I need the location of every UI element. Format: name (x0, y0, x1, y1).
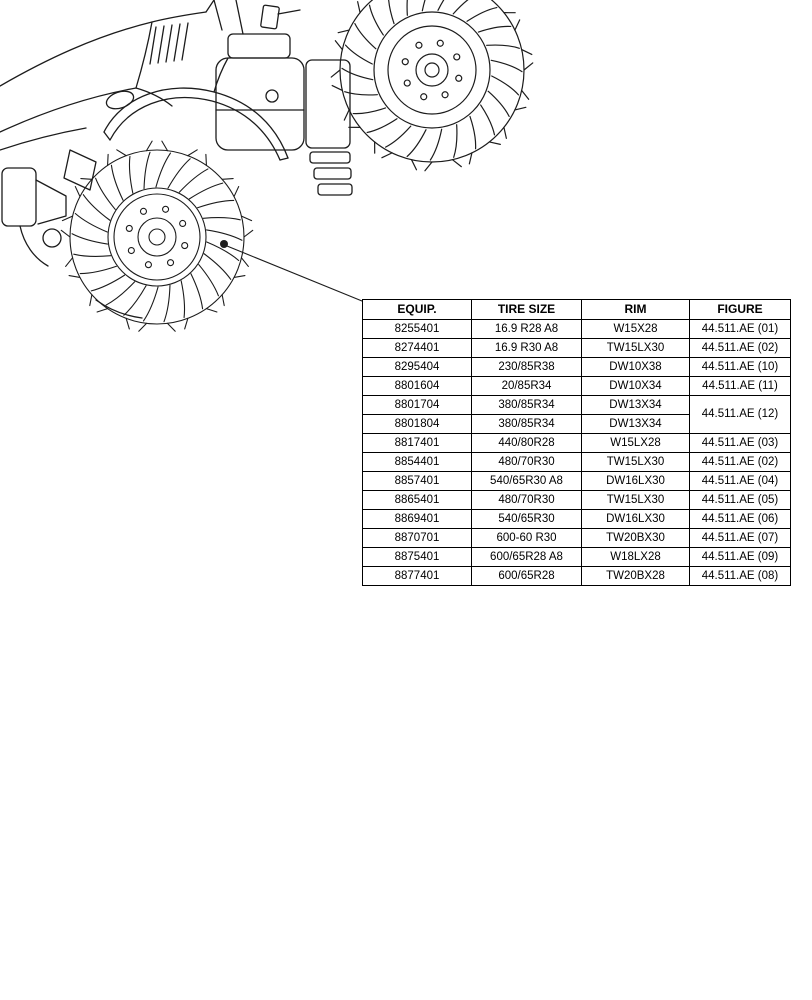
rim-cell: W15LX28 (581, 433, 690, 453)
tire-cell: 20/85R34 (471, 376, 582, 396)
figure-cell-merged: 44.511.AE (12) (689, 395, 791, 434)
tractor-tank-steps (215, 33, 353, 196)
rim-cell: TW20BX30 (581, 528, 690, 548)
table-row: 8865401 480/70R30 TW15LX30 44.511.AE (05… (362, 490, 791, 510)
equip-cell: 8801604 (362, 376, 472, 396)
equip-cell: 8817401 (362, 433, 472, 453)
figure-cell: 44.511.AE (04) (689, 471, 791, 491)
table-row: 8870701 600-60 R30 TW20BX30 44.511.AE (0… (362, 528, 791, 548)
rim-cell: TW15LX30 (581, 490, 690, 510)
table-row: 8801704 380/85R34 DW13X34 44.511.AE (12) (362, 395, 791, 434)
equip-cell: 8801804 (362, 414, 472, 434)
tire-cell: 600/65R28 A8 (471, 547, 582, 567)
rim-cell: DW16LX30 (581, 471, 690, 491)
rim-cell: TW15LX30 (581, 452, 690, 472)
table-row: 8295404 230/85R38 DW10X38 44.511.AE (10) (362, 357, 791, 377)
table-row: 8274401 16.9 R30 A8 TW15LX30 44.511.AE (… (362, 338, 791, 358)
figure-cell: 44.511.AE (03) (689, 433, 791, 453)
table-row: 8255401 16.9 R28 A8 W15X28 44.511.AE (01… (362, 319, 791, 339)
table-row: 8877401 600/65R28 TW20BX28 44.511.AE (08… (362, 566, 791, 586)
tire-application-table: EQUIP. TIRE SIZE RIM FIGURE 8255401 16.9… (362, 299, 791, 586)
rim-cell: TW20BX28 (581, 566, 690, 586)
tire-cell: 440/80R28 (471, 433, 582, 453)
tire-cell: 540/65R30 (471, 509, 582, 529)
equip-cell: 8877401 (362, 566, 472, 586)
figure-cell: 44.511.AE (08) (689, 566, 791, 586)
rim-cell: DW16LX30 (581, 509, 690, 529)
callout-leader (220, 240, 363, 302)
tractor-cab (205, 0, 301, 35)
tire-cell: 16.9 R30 A8 (471, 338, 582, 358)
front-wheel-art (330, 0, 534, 172)
equip-cell: 8255401 (362, 319, 472, 339)
rim-cell: DW13X34 (581, 395, 690, 415)
rim-cell: DW13X34 (581, 414, 690, 434)
rim-cell: DW10X34 (581, 376, 690, 396)
equip-cell: 8875401 (362, 547, 472, 567)
equip-cell: 8274401 (362, 338, 472, 358)
tire-cell: 380/85R34 (471, 395, 582, 415)
rim-cell: DW10X38 (581, 357, 690, 377)
col-header-equip: EQUIP. (362, 299, 472, 320)
figure-cell: 44.511.AE (07) (689, 528, 791, 548)
tire-cell: 230/85R38 (471, 357, 582, 377)
rear-wheel-art (60, 140, 254, 332)
equip-cell: 8295404 (362, 357, 472, 377)
equip-cell: 8865401 (362, 490, 472, 510)
table-row: 8857401 540/65R30 A8 DW16LX30 44.511.AE … (362, 471, 791, 491)
equip-cell: 8854401 (362, 452, 472, 472)
table-row: 8801604 20/85R34 DW10X34 44.511.AE (11) (362, 376, 791, 396)
figure-cell: 44.511.AE (10) (689, 357, 791, 377)
figure-cell: 44.511.AE (09) (689, 547, 791, 567)
figure-cell: 44.511.AE (11) (689, 376, 791, 396)
tire-cell: 480/70R30 (471, 452, 582, 472)
equip-cell: 8801704 (362, 395, 472, 415)
tire-cell: 540/65R30 A8 (471, 471, 582, 491)
tire-cell: 600-60 R30 (471, 528, 582, 548)
table-row: 8817401 440/80R28 W15LX28 44.511.AE (03) (362, 433, 791, 453)
equip-cell: 8869401 (362, 509, 472, 529)
figure-cell: 44.511.AE (02) (689, 338, 791, 358)
figure-cell: 44.511.AE (01) (689, 319, 791, 339)
figure-cell: 44.511.AE (06) (689, 509, 791, 529)
col-header-figure: FIGURE (689, 299, 791, 320)
tire-cell: 16.9 R28 A8 (471, 319, 582, 339)
tire-cell: 600/65R28 (471, 566, 582, 586)
equip-cell: 8870701 (362, 528, 472, 548)
col-header-tire-size: TIRE SIZE (471, 299, 582, 320)
tractor-hood (0, 11, 207, 151)
figure-cell: 44.511.AE (02) (689, 452, 791, 472)
figure-cell: 44.511.AE (05) (689, 490, 791, 510)
tractor-fender (103, 57, 289, 161)
table-row: 8869401 540/65R30 DW16LX30 44.511.AE (06… (362, 509, 791, 529)
rim-cell: W18LX28 (581, 547, 690, 567)
equip-cell: 8857401 (362, 471, 472, 491)
rim-cell: W15X28 (581, 319, 690, 339)
tire-cell: 380/85R34 (471, 414, 582, 434)
table-row: 8875401 600/65R28 A8 W18LX28 44.511.AE (… (362, 547, 791, 567)
tire-cell: 480/70R30 (471, 490, 582, 510)
col-header-rim: RIM (581, 299, 690, 320)
rim-cell: TW15LX30 (581, 338, 690, 358)
table-row: 8854401 480/70R30 TW15LX30 44.511.AE (02… (362, 452, 791, 472)
callout-dot (220, 240, 228, 248)
table-header-row: EQUIP. TIRE SIZE RIM FIGURE (362, 299, 791, 320)
